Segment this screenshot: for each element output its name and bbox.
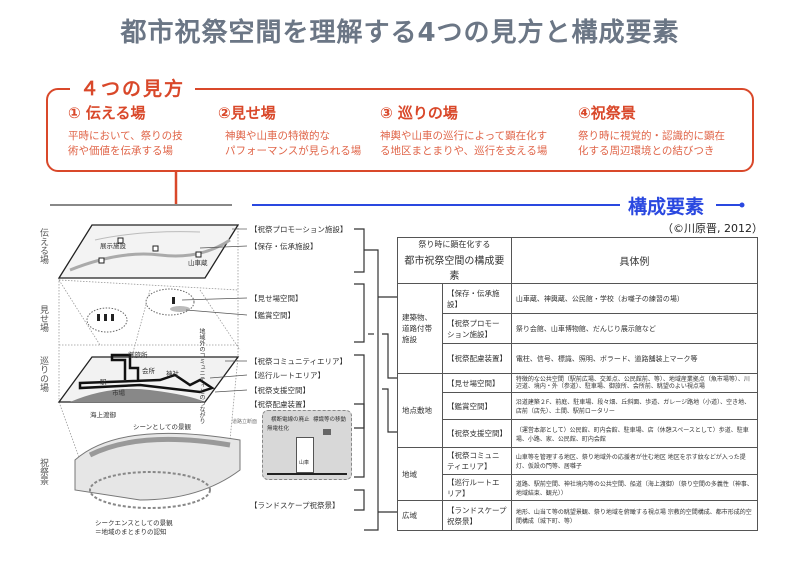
view-title: ③ 巡りの場	[380, 104, 458, 122]
item-cell: 【鑑賞空間】	[442, 392, 512, 420]
table-header-elements: 祭り時に顕在化する 都市祝祭空間の構成要素	[397, 237, 512, 284]
item-cell: 【巡行ルートエリア】	[442, 474, 512, 501]
table-header-examples: 具体例	[510, 237, 759, 284]
element-label: 【祝祭支援空間】	[250, 386, 310, 395]
inset-label: 道路立断面	[232, 419, 258, 425]
inset-label: 山車	[299, 460, 310, 466]
view-desc: る地区まとまりや、巡行を支える場	[380, 145, 548, 157]
example-cell: 祭り会館、山車博物館、だんじり展示館など	[510, 313, 759, 344]
map-label: シークエンスとしての景観	[95, 519, 173, 527]
item-cell: 【ランドスケープ祝祭景】	[442, 500, 512, 531]
views-label: ４つの見方	[70, 74, 196, 101]
header-line: 祭り時に顕在化する	[418, 240, 491, 249]
elements-label: 構成要素	[628, 196, 705, 218]
element-label: 【保存・伝承施設】	[250, 242, 318, 251]
view-desc: 化する周辺環境との結びつき	[578, 145, 715, 157]
element-label: 【ランドスケープ祝祭景】	[250, 501, 340, 510]
map-label: シーンとしての景観	[133, 423, 191, 431]
view-title: ① 伝える場	[68, 104, 146, 122]
example-cell: 電柱、信号、標識、照明、ボラード、道路舗装上マーク等	[510, 343, 759, 374]
element-label: 【巡行ルートエリア】	[250, 371, 325, 380]
map-label: 山車蔵	[188, 259, 208, 267]
map-label: 神社	[166, 370, 179, 378]
credit: （©川原晋, 2012）	[662, 222, 763, 235]
map-label: 地域外のコミュニティとのつながり	[197, 328, 206, 424]
view-1: ① 伝える場 平時において、祭りの技 術や価値を伝承する場	[68, 102, 183, 159]
dashi-shape	[296, 437, 314, 473]
view-desc: 術や価値を伝承する場	[68, 145, 173, 157]
view-2: ②見せ場 神輿や山車の特徴的な パフォーマンスが見られる場	[218, 102, 361, 159]
group-cell: 地点敷地	[397, 373, 443, 448]
view-desc: 神輿や山車の特徴的な	[225, 130, 330, 142]
view-title: ④祝祭景	[578, 104, 636, 122]
example-cell: 道路、駅前空間、神社境内等の公共空間、船道（海上渡御）（祭り空間の多義性（神事、…	[510, 474, 759, 501]
item-cell: 【祝祭配慮装置】	[442, 343, 512, 374]
item-cell: 【見せ場空間】	[442, 373, 512, 393]
example-cell: 沿道建築２F、前庭、駐車場、段々畑、丘斜面、歩道、ガレージ路地（小道）、空き地、…	[510, 392, 759, 420]
slide-title: 都市祝祭空間を理解する4つの見方と構成要素	[120, 18, 680, 48]
example-cell: 地形、山当て等の眺望景観、祭り地域を俯瞰する視点場 宗教的空間構成、都市形成的空…	[510, 500, 759, 531]
example-cell: 山車等を管理する地区、祭り地域外の応援者が住む地区 地区を示す紋などが入った提灯…	[510, 447, 759, 475]
view-title: ②見せ場	[218, 104, 276, 122]
element-label: 【祝祭コミュニティエリア】	[250, 357, 348, 366]
layer-label: 伝える場	[38, 228, 48, 264]
map-label: 市場	[112, 389, 125, 397]
element-label: 【祝祭プロモーション施設】	[250, 225, 348, 234]
group-cell: 広域	[397, 500, 443, 531]
map-label: 会所	[142, 367, 155, 375]
road-surface	[267, 473, 347, 475]
layer-label: 祝祭景	[38, 458, 48, 485]
view-desc: 祭り時に視覚的・認識的に顕在	[578, 130, 725, 142]
example-cell: 山車蔵、神輿蔵、公民館・学校（お囃子の練習の場）	[510, 283, 759, 314]
group-cell: 地域	[397, 447, 443, 501]
view-desc: 平時において、祭りの技	[68, 130, 183, 142]
item-cell: 【保存・伝承施設】	[442, 283, 512, 314]
sign-shape	[323, 429, 331, 435]
map-label: 駅	[100, 378, 107, 386]
view-desc: 神輿や山車の巡行によって顕在化す	[380, 130, 548, 142]
item-cell: 【祝祭プロモーション施設】	[442, 313, 512, 344]
item-cell: 【祝祭支援空間】	[442, 419, 512, 448]
item-cell: 【祝祭コミュニティエリア】	[442, 447, 512, 475]
view-desc: パフォーマンスが見られる場	[225, 145, 362, 157]
map-label: ＝地域のまとまりの認知	[95, 528, 167, 536]
layer-label: 巡りの場	[38, 356, 48, 392]
inset-label: 標識等の移動	[313, 417, 347, 423]
group-cell: 建築物、道路付帯施設	[397, 283, 443, 374]
element-label: 【祝祭配慮装置】	[250, 400, 310, 409]
map-label: 海上渡御	[90, 411, 116, 419]
example-cell: 特徴的な公共空間（駅前広場、交差点、公民館前、等）、地域産業拠点（魚市場等）、川…	[510, 373, 759, 393]
inset-label: 横断電線の廃止	[271, 417, 310, 423]
elements-table: 祭り時に顕在化する 都市祝祭空間の構成要素 具体例 建築物、道路付帯施設【保存・…	[397, 237, 759, 531]
element-label: 【見せ場空間】	[250, 294, 303, 303]
views-frame	[46, 88, 754, 172]
layer-label: 見せ場	[38, 305, 48, 332]
element-label: 【鑑賞空間】	[250, 311, 295, 320]
example-cell: （運営本部として）公民館、町内会館、駐車場、店（休憩スペースとして）歩道、駐車場…	[510, 419, 759, 448]
inset-label: 無電柱化	[267, 426, 290, 432]
view-3: ③ 巡りの場 神輿や山車の巡行によって顕在化す る地区まとまりや、巡行を支える場	[380, 102, 547, 159]
view-4: ④祝祭景 祭り時に視覚的・認識的に顕在 化する周辺環境との結びつき	[578, 102, 725, 159]
header-line: 都市祝祭空間の構成要素	[404, 256, 505, 282]
map-label: 展示施設	[100, 242, 126, 250]
map-label: 御旅所	[128, 351, 148, 359]
road-section-inset: 横断電線の廃止 無電柱化 標識等の移動 山車	[262, 410, 352, 480]
